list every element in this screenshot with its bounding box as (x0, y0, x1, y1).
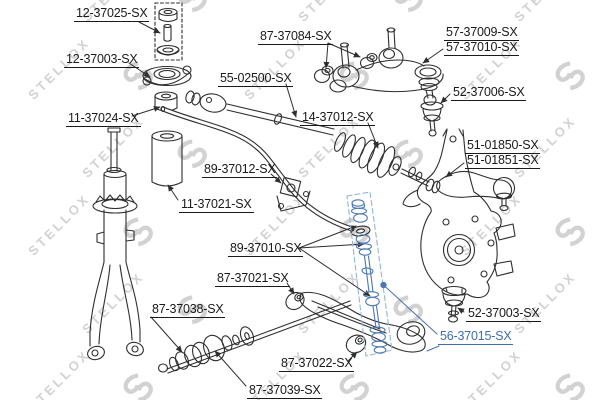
steering-knuckle-drawing (402, 128, 516, 299)
strut-mount-bearing-drawing (142, 65, 192, 87)
tie-rod-end-drawing (425, 170, 516, 212)
bushing-11-37024-drawing (154, 91, 178, 112)
dust-cover-11-37021-drawing (151, 130, 183, 187)
part-label-56-37015-sx[interactable]: 56-37015-SX (438, 329, 514, 345)
part-label-87-37038-sx[interactable]: 87-37038-SX (150, 302, 226, 318)
part-label-57-37010-sx[interactable]: 57-37010-SX (444, 40, 520, 56)
part-label-87-37021-sx[interactable]: 87-37021-SX (215, 271, 291, 287)
part-label-12-37025-sx[interactable]: 12-37025-SX (74, 6, 150, 22)
upper-control-arm-drawing (313, 27, 444, 106)
part-label-51-01851-sx[interactable]: 51-01851-SX (465, 153, 541, 169)
part-label-11-37021-sx[interactable]: 11-37021-SX (179, 197, 254, 213)
part-label-52-37006-sx[interactable]: 52-37006-SX (451, 85, 527, 101)
sway-bar-drawing (160, 105, 371, 237)
steering-rack-drawing (185, 90, 335, 136)
highlight-leader-tail (426, 345, 440, 352)
part-label-51-01850-sx[interactable]: 51-01850-SX (465, 138, 541, 154)
part-label-12-37003-sx[interactable]: 12-37003-SX (64, 52, 140, 68)
part-label-52-37003-sx[interactable]: 52-37003-SX (466, 306, 542, 322)
shock-absorber-strut-drawing (87, 127, 144, 361)
rack-boot-drawing (333, 132, 430, 187)
sway-bar-bushing-bracket-89-37012 (276, 176, 311, 212)
radius-rod-washer-stack (157, 326, 255, 373)
part-label-89-37012-sx[interactable]: 89-37012-SX (202, 162, 278, 178)
upper-ball-joint-drawing (420, 101, 444, 137)
part-label-11-37024-sx[interactable]: 11-37024-SX (66, 111, 141, 127)
strut-mount-kit-drawing (154, 2, 183, 61)
part-label-89-37010-sx[interactable]: 89-37010-SX (228, 241, 304, 257)
part-label-87-37022-sx[interactable]: 87-37022-SX (279, 356, 355, 372)
stabilizer-link-highlighted-drawing (346, 191, 440, 357)
part-label-87-37084-sx[interactable]: 87-37084-SX (258, 29, 334, 45)
part-label-87-37039-sx[interactable]: 87-37039-SX (247, 383, 323, 399)
part-label-55-02500-sx[interactable]: 55-02500-SX (218, 71, 294, 87)
part-label-14-37012-sx[interactable]: 14-37012-SX (300, 110, 376, 126)
lower-ball-joint-drawing (441, 285, 467, 323)
part-label-57-37009-sx[interactable]: 57-37009-SX (444, 25, 520, 41)
highlight-leader-line (382, 284, 438, 335)
